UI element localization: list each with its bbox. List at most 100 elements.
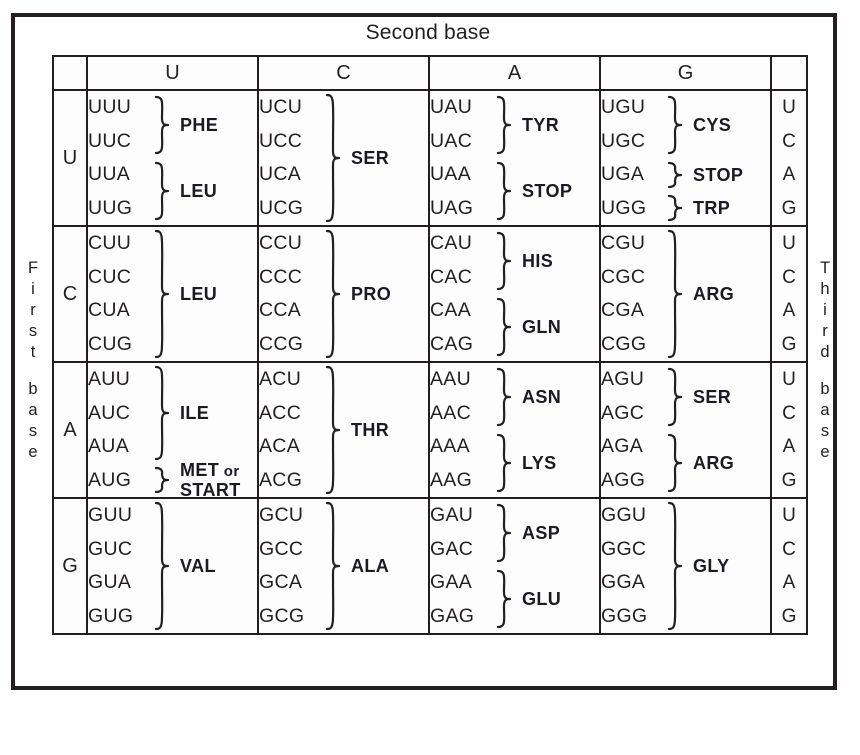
codon-ccc: CCC	[259, 265, 303, 288]
amino-acid-group: PRO	[325, 229, 391, 359]
brace-icon	[325, 229, 342, 359]
first-base-cell-u: U	[52, 89, 88, 227]
third-base-letter-g: G	[781, 469, 797, 491]
codon-ugc: UGC	[601, 129, 646, 152]
brace-icon	[496, 297, 513, 357]
third-base-letter-a: A	[782, 572, 796, 593]
first-base-caption-letter: b	[28, 380, 38, 398]
brace-icon	[154, 95, 171, 155]
codon-aag: AAG	[430, 468, 473, 491]
amino-acid-group: CYS	[667, 95, 731, 155]
first-base-caption-letter: r	[30, 301, 36, 319]
amino-acid-label: PHE	[180, 115, 219, 135]
codon-auu: AUU	[88, 368, 131, 390]
codon-aua: AUA	[88, 435, 129, 457]
brace-icon	[667, 161, 684, 189]
amino-acid-group: GLU	[496, 569, 561, 629]
amino-acid-label: ARG	[693, 453, 735, 473]
codon-ucu: UCU	[259, 96, 303, 118]
first-base-cell-g: G	[52, 497, 88, 635]
amino-acid-label: LEU	[180, 284, 218, 304]
amino-acid-group: GLY	[667, 501, 730, 631]
third-base-letter-c: C	[782, 538, 796, 560]
codon-aaa: AAA	[430, 435, 470, 457]
amino-acid-label: VAL	[180, 556, 216, 576]
third-base-letter-a: A	[782, 164, 796, 185]
codon-agg: AGG	[601, 468, 646, 491]
codon-cgu: CGU	[601, 232, 646, 254]
amino-acid-group: TYR	[496, 95, 559, 155]
codon-uuu: UUU	[88, 96, 132, 118]
codon-cug: CUG	[88, 332, 133, 355]
codon-cca: CCA	[259, 299, 302, 321]
first-base-caption-letter: e	[28, 443, 38, 461]
first-base-caption-letter: i	[31, 280, 35, 298]
third-base-letter-u: U	[782, 369, 796, 390]
column-header-u: U	[86, 55, 259, 91]
amino-acid-group: SER	[667, 367, 731, 427]
amino-acid-group: LEU	[154, 229, 217, 359]
third-base-letter-a: A	[782, 436, 796, 457]
amino-acid-group: LEU	[154, 161, 217, 221]
amino-acid-label: HIS	[522, 251, 554, 271]
brace-icon	[325, 365, 342, 495]
amino-acid-label-line1: MET or	[180, 459, 240, 480]
amino-acid-group: ILE	[154, 365, 209, 461]
codon-acg: ACG	[259, 468, 303, 491]
brace-icon	[154, 161, 171, 221]
codon-uag: UAG	[430, 196, 474, 219]
second-base-caption: Second base	[365, 21, 491, 44]
amino-acid-group: HIS	[496, 231, 553, 291]
amino-acid-label: STOP	[693, 165, 744, 185]
third-base-letter-c: C	[782, 130, 796, 152]
amino-acid-group: VAL	[154, 501, 216, 631]
third-base-caption-letter: a	[820, 401, 830, 419]
third-base-letter-g: G	[781, 605, 797, 627]
third-base-letter-a: A	[782, 300, 796, 321]
third-base-letter-g: G	[781, 197, 797, 219]
third-base-caption-letter: T	[819, 259, 831, 277]
third-base-caption-gap	[812, 363, 838, 379]
third-base-letter-u: U	[782, 97, 796, 118]
codon-cau: CAU	[430, 232, 473, 254]
codon-aac: AAC	[430, 401, 471, 424]
amino-acid-label: LEU	[180, 181, 218, 201]
amino-acid-label: ILE	[180, 403, 210, 423]
third-base-letter-u: U	[782, 233, 796, 254]
brace-icon	[154, 466, 171, 494]
codon-guu: GUU	[88, 504, 133, 526]
codon-aca: ACA	[259, 435, 300, 457]
amino-acid-group: ASP	[496, 503, 560, 563]
amino-acid-label: SER	[693, 387, 732, 407]
